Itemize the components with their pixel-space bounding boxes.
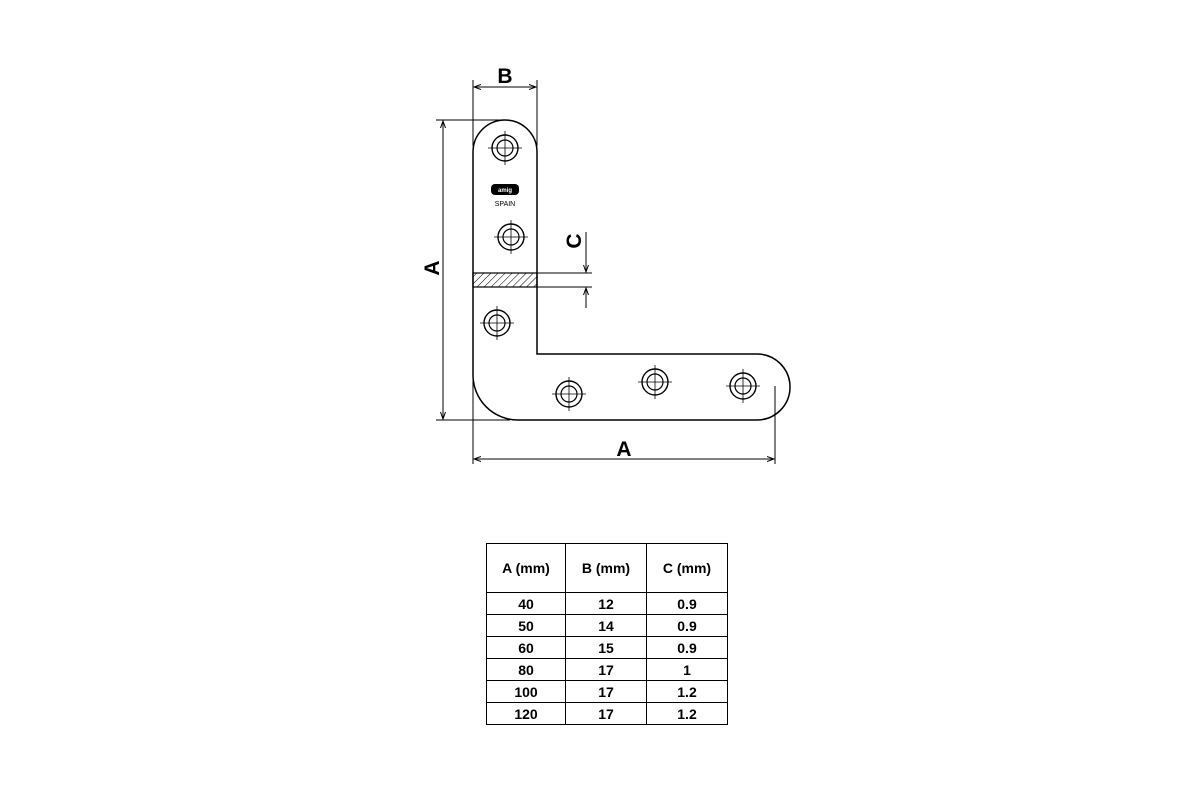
table-row: 60 15 0.9	[486, 636, 728, 659]
cell-b: 17	[565, 680, 647, 703]
svg-text:amig: amig	[498, 188, 512, 194]
table-row: 120 17 1.2	[486, 702, 728, 725]
column-header-c: C (mm)	[646, 543, 728, 593]
screw-holes	[480, 131, 760, 411]
screw-hole	[726, 369, 760, 403]
cell-c: 1.2	[646, 680, 728, 703]
cell-a: 40	[486, 592, 566, 615]
cell-b: 12	[565, 592, 647, 615]
screw-hole	[494, 220, 528, 254]
table-header-row: A (mm) B (mm) C (mm)	[486, 543, 728, 593]
cell-b: 14	[565, 614, 647, 637]
screw-hole	[552, 377, 586, 411]
cell-c: 1.2	[646, 702, 728, 725]
cell-a: 80	[486, 658, 566, 681]
dimension-b-label: B	[497, 65, 512, 88]
column-header-b: B (mm)	[565, 543, 647, 593]
table-row: 80 17 1	[486, 658, 728, 681]
cell-c: 0.9	[646, 592, 728, 615]
screw-hole	[638, 365, 672, 399]
dimensions-table: A (mm) B (mm) C (mm) 40 12 0.9 50 14 0.9…	[486, 543, 728, 725]
cell-b: 17	[565, 658, 647, 681]
cell-c: 0.9	[646, 636, 728, 659]
dimension-a-horizontal-label: A	[616, 438, 631, 461]
bracket-drawing: amig SPAIN B A A C	[421, 65, 791, 464]
cell-a: 120	[486, 702, 566, 725]
cell-a: 100	[486, 680, 566, 703]
dimension-a-horizontal	[472, 380, 776, 464]
cell-b: 17	[565, 702, 647, 725]
screw-hole	[488, 131, 522, 165]
cross-section-hatch	[472, 272, 538, 288]
cell-b: 15	[565, 636, 647, 659]
table-row: 50 14 0.9	[486, 614, 728, 637]
dimension-a-vertical-label: A	[421, 260, 444, 275]
bracket-outline	[472, 119, 791, 421]
table-row: 40 12 0.9	[486, 592, 728, 615]
brand-logo: amig	[491, 184, 519, 195]
dimension-b	[472, 80, 538, 146]
cell-a: 50	[486, 614, 566, 637]
cell-a: 60	[486, 636, 566, 659]
screw-hole	[480, 306, 514, 340]
cell-c: 0.9	[646, 614, 728, 637]
table-row: 100 17 1.2	[486, 680, 728, 703]
dimension-c-label: C	[563, 233, 586, 248]
brand-country: SPAIN	[495, 201, 516, 208]
dimension-c	[537, 232, 592, 308]
cell-c: 1	[646, 658, 728, 681]
column-header-a: A (mm)	[486, 543, 566, 593]
